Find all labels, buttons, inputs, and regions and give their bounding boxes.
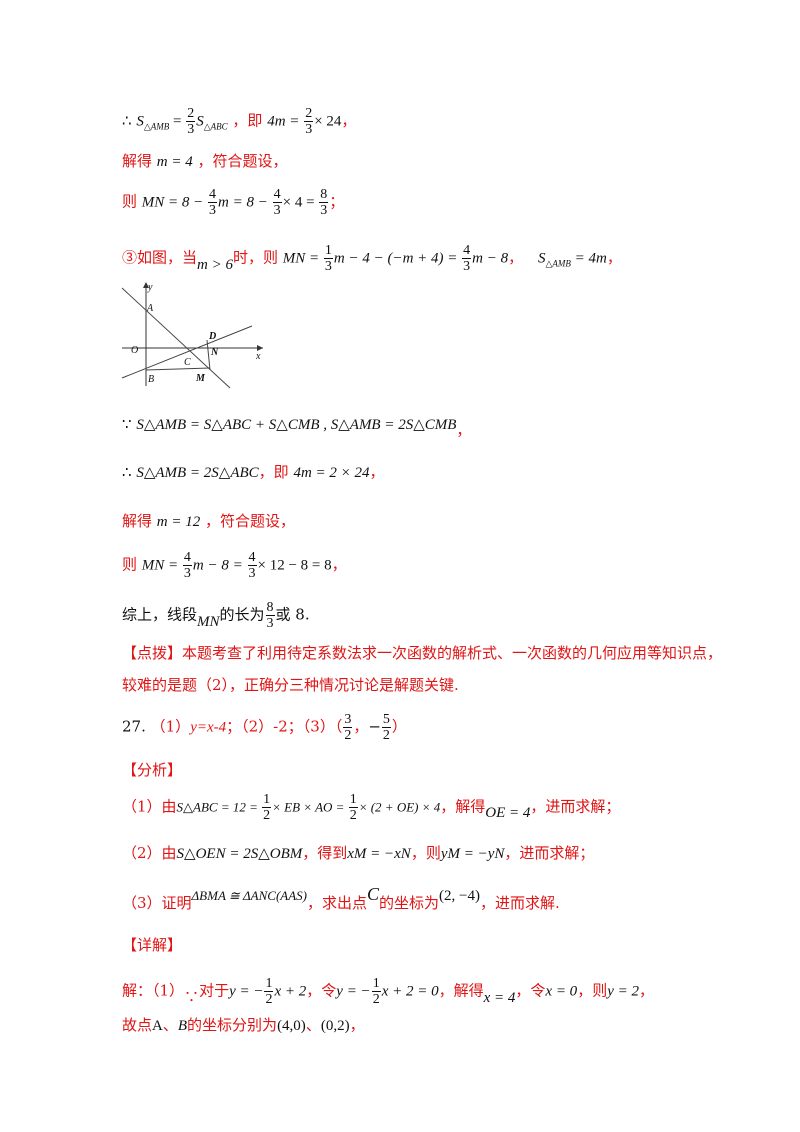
label-d: D bbox=[208, 331, 216, 342]
analysis-step-3: （3）证明ΔBMA ≅ ΔANC(AAS)，求出点C的坐标为(2, −4)，进而… bbox=[122, 884, 560, 912]
label-o: O bbox=[131, 345, 138, 356]
analysis-step-2: （2）由S△OEN = 2S△OBM，得到xM = −xN，则yM = −yN，… bbox=[122, 844, 595, 862]
tip-line-1: 【点拨】本题考查了利用待定系数法求一次函数的解析式、一次函数的几何应用等知识点， bbox=[122, 644, 723, 662]
line-bc bbox=[121, 325, 253, 379]
segment-dm bbox=[206, 339, 211, 371]
therefore-line-2: ∴ S△AMB = 2S△ABC，即 4m = 2 × 24， bbox=[122, 463, 385, 481]
details-heading: 【详解】 bbox=[122, 936, 183, 954]
label-m: M bbox=[195, 373, 206, 384]
because-line: ∵ S△AMB = S△ABC + S△CMB , S△AMB = 2S△CMB… bbox=[122, 415, 472, 439]
label-c: C bbox=[184, 357, 191, 368]
tip-line-2: 较难的是题（2），正确分三种情况讨论是解题关键. bbox=[122, 676, 459, 694]
coordinate-figure: A y x O D N C B M bbox=[118, 278, 268, 390]
x-axis-arrow bbox=[257, 345, 263, 351]
solution-line-m12: 解得 m = 12 ，符合题设， bbox=[122, 512, 296, 530]
label-x: x bbox=[255, 351, 261, 362]
y-axis-arrow bbox=[143, 282, 149, 288]
geometry-diagram: A y x O D N C B M bbox=[121, 282, 263, 389]
label-n: N bbox=[210, 347, 219, 358]
analysis-heading: 【分析】 bbox=[122, 761, 183, 779]
label-y: y bbox=[147, 282, 153, 293]
segment-bm bbox=[145, 367, 211, 371]
solution-line-m4: 解得 m = 4 ，符合题设， bbox=[122, 152, 288, 170]
label-b: B bbox=[148, 374, 154, 385]
therefore-symbol: ∴ bbox=[122, 111, 132, 130]
line-am bbox=[121, 287, 231, 389]
label-a: A bbox=[146, 303, 154, 314]
details-step-points: 故点A、B的坐标分别为(4,0)、(0,2)， bbox=[122, 1016, 365, 1034]
